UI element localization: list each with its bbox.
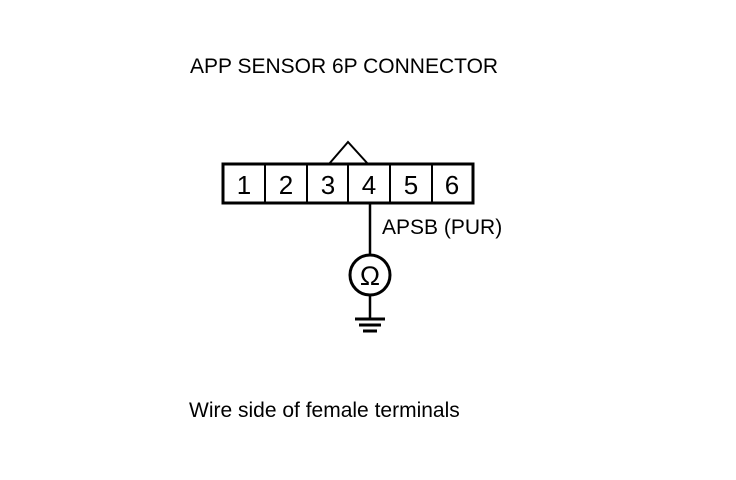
connector-lock-tab: [328, 140, 369, 165]
pin-number-1: 1: [237, 170, 251, 200]
pin-number-5: 5: [404, 170, 418, 200]
connector-6p: 1 2 3 4 5 6: [221, 140, 475, 205]
ground-icon: [355, 317, 385, 333]
pin-number-6: 6: [445, 170, 459, 200]
ohmmeter: Ω: [348, 253, 392, 297]
wire-label: APSB (PUR): [382, 216, 502, 239]
diagram-title: APP SENSOR 6P CONNECTOR: [190, 55, 498, 78]
ohm-icon: Ω: [360, 261, 380, 291]
diagram-caption: Wire side of female terminals: [189, 399, 460, 422]
pin-number-2: 2: [279, 170, 293, 200]
pin-number-4: 4: [362, 170, 376, 200]
pin-number-3: 3: [321, 170, 335, 200]
